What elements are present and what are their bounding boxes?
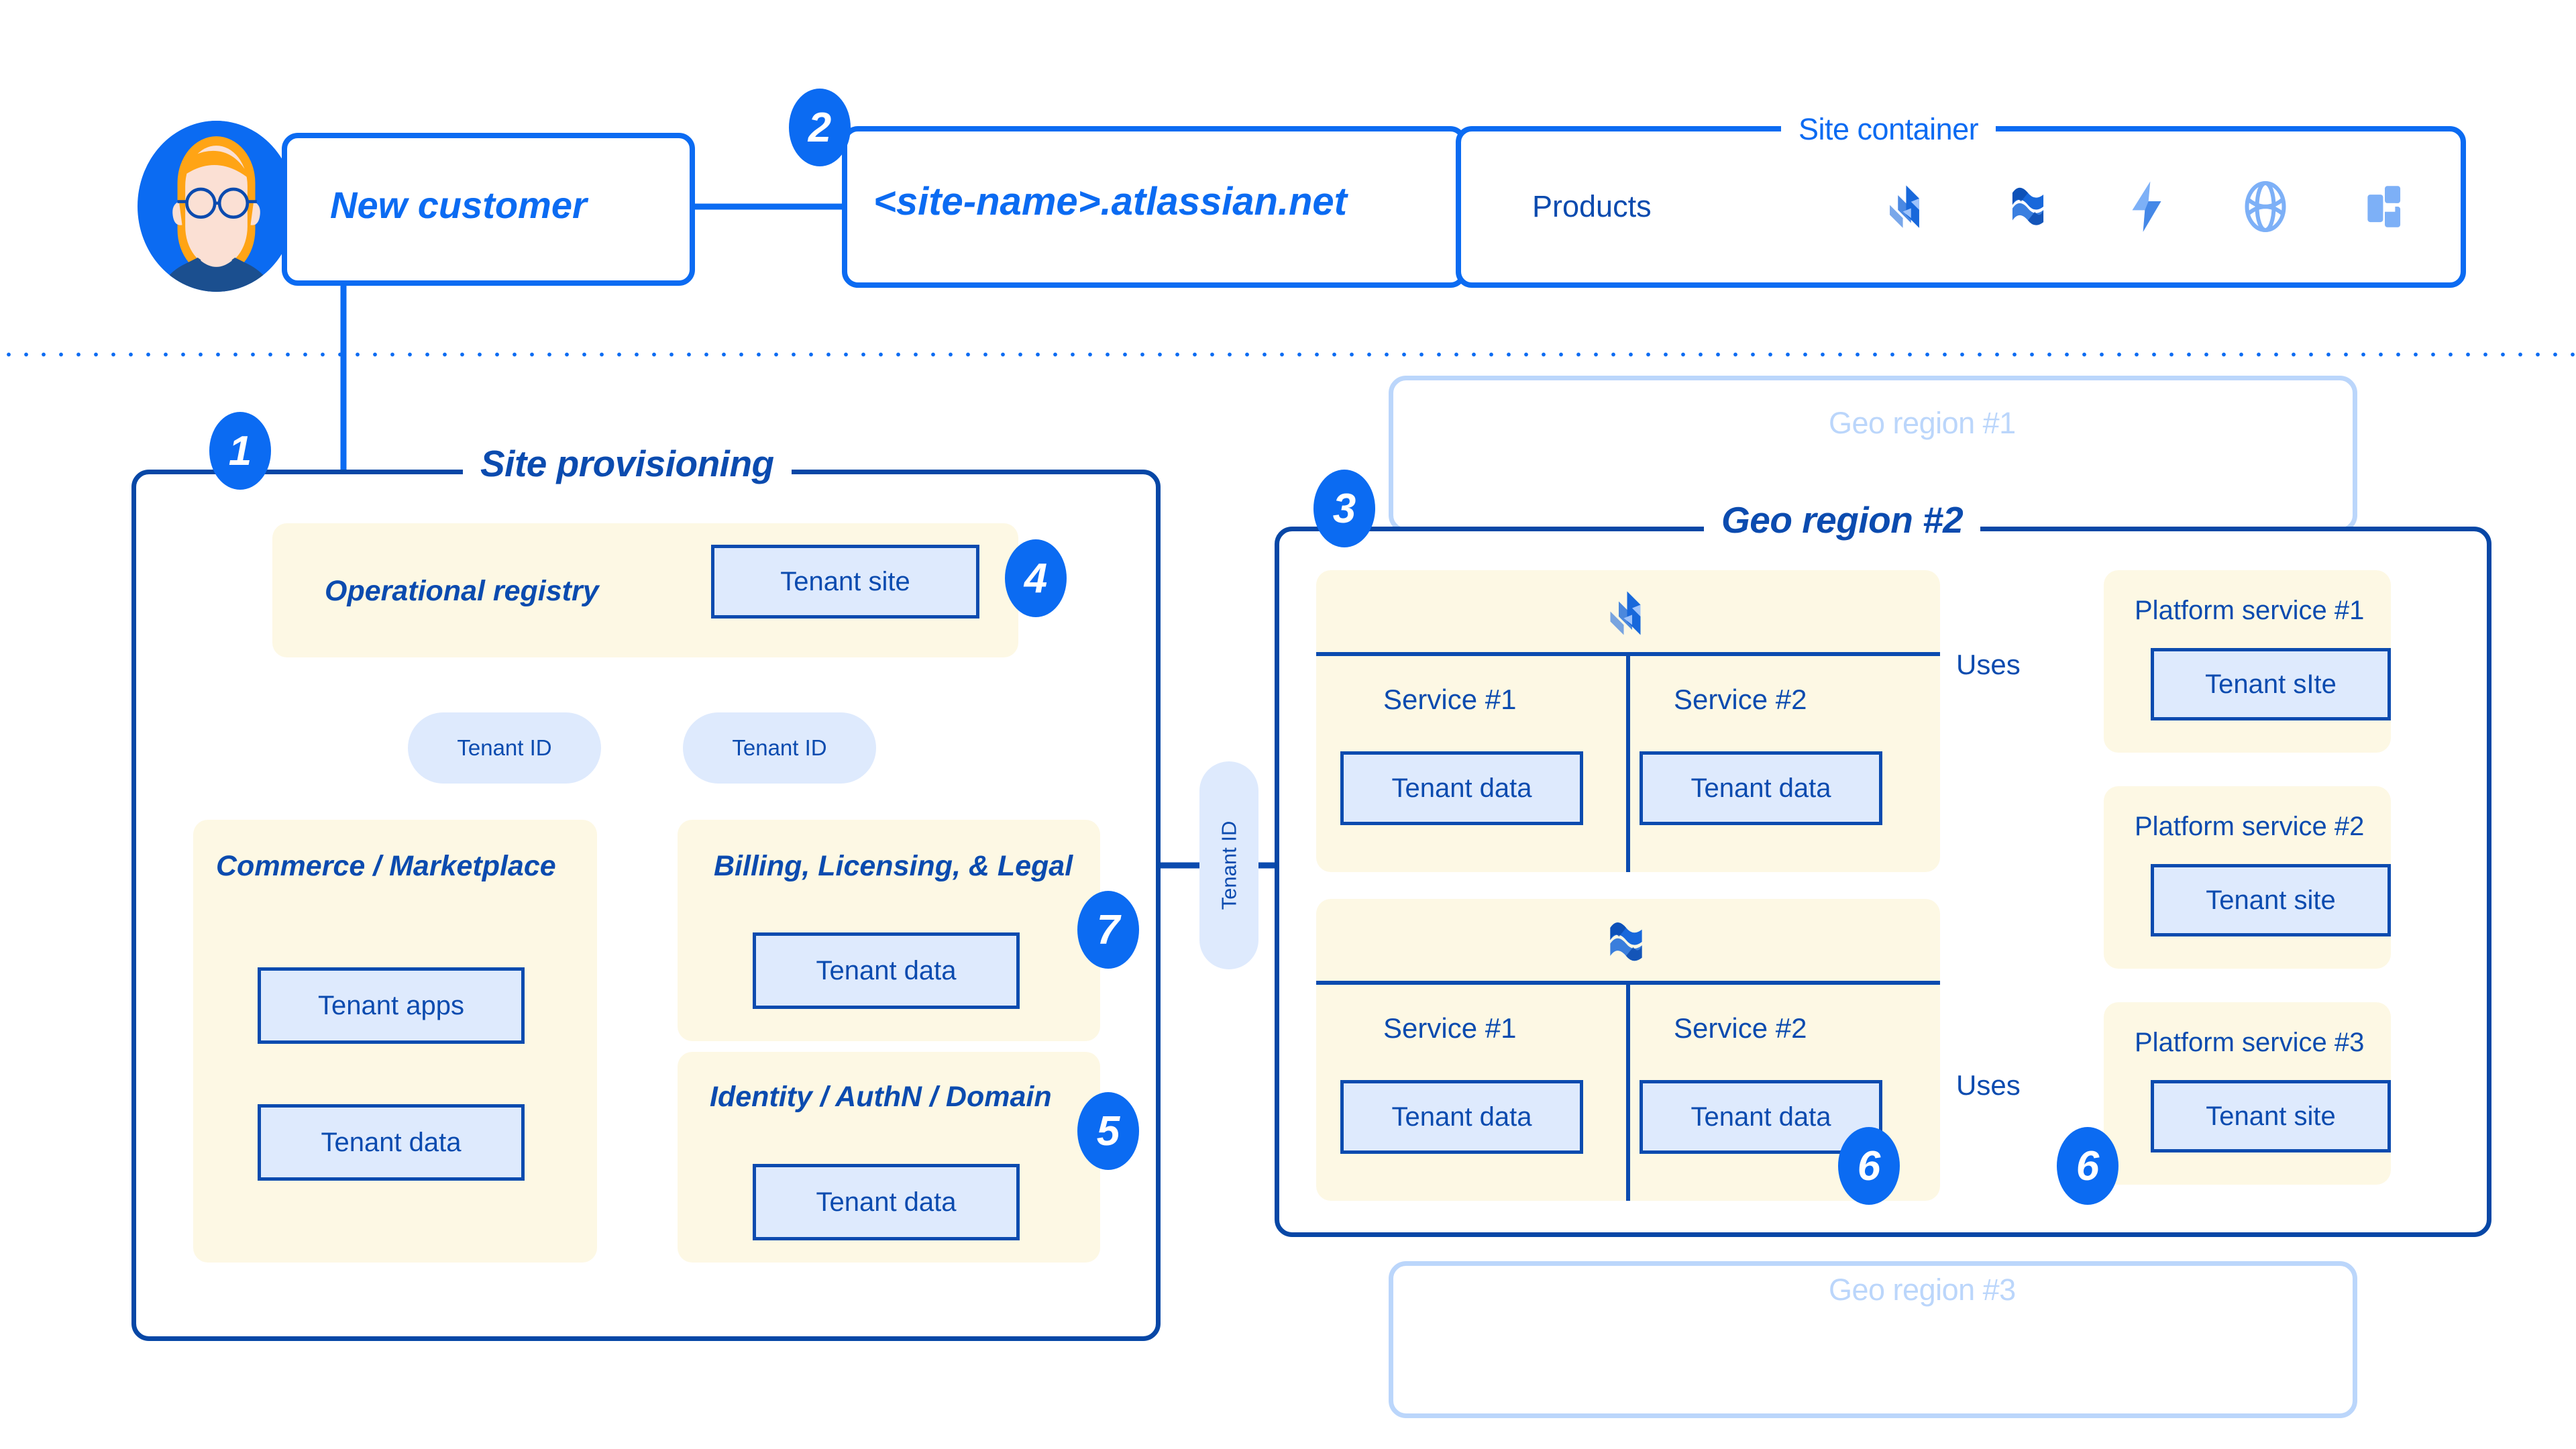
geo-confluence-icon: [1598, 914, 1654, 973]
geo-region-2-title: Geo region #2: [1704, 502, 1981, 539]
commerce-marketplace-title: Commerce / Marketplace: [216, 850, 556, 882]
platform-service-3-title: Platform service #3: [2135, 1028, 2365, 1057]
commerce-tenant-data-box[interactable]: Tenant data: [258, 1104, 525, 1181]
jira-service-management-icon: [2125, 178, 2169, 239]
uses-label-bottom: Uses: [1956, 1069, 2021, 1101]
products-label: Products: [1532, 189, 1652, 223]
confluence-block-hrule: [1316, 981, 1940, 985]
billing-tenant-data-box[interactable]: Tenant data: [753, 932, 1020, 1009]
commerce-tenant-apps-box[interactable]: Tenant apps: [258, 967, 525, 1044]
badge-7: 7: [1077, 891, 1139, 969]
tenant-id-bridge-pill: Tenant ID: [1199, 761, 1258, 969]
confluence-block-vrule: [1626, 985, 1630, 1201]
platform-service-3-store[interactable]: Tenant site: [2151, 1080, 2391, 1152]
identity-tenant-data-box[interactable]: Tenant data: [753, 1164, 1020, 1240]
product-icon-row: [1878, 171, 2408, 245]
jira-service-1-label: Service #1: [1383, 684, 1517, 715]
new-customer-label: New customer: [330, 184, 587, 226]
badge-1: 1: [209, 412, 271, 490]
badge-3: 3: [1313, 470, 1375, 547]
tenant-id-bridge-label: Tenant ID: [1217, 820, 1241, 910]
section-divider: [0, 352, 2576, 358]
new-customer-box[interactable]: [282, 133, 695, 286]
atlas-icon: [2239, 179, 2292, 237]
avatar-illustration: [138, 121, 294, 292]
registry-tenant-site-box[interactable]: Tenant site: [711, 545, 979, 619]
platform-service-2-store[interactable]: Tenant site: [2151, 864, 2391, 936]
site-provisioning-title: Site provisioning: [463, 445, 792, 482]
platform-service-1-store[interactable]: Tenant sIte: [2151, 648, 2391, 720]
site-container-title: Site container: [1781, 114, 1996, 144]
billing-licensing-legal-title: Billing, Licensing, & Legal: [714, 850, 1073, 882]
uses-label-top: Uses: [1956, 649, 2021, 680]
badge-2: 2: [789, 89, 851, 166]
tenant-id-pill-left: Tenant ID: [408, 712, 601, 784]
geo-region-3-title: Geo region #3: [1811, 1275, 2033, 1305]
confluence-service-1-label: Service #1: [1383, 1012, 1517, 1044]
customer-avatar: [138, 121, 295, 292]
site-name-box[interactable]: [842, 126, 1466, 288]
platform-service-2-title: Platform service #2: [2135, 812, 2365, 841]
jira-service-2-store[interactable]: Tenant data: [1640, 751, 1882, 825]
badge-6-right: 6: [2057, 1127, 2118, 1205]
confluence-service-2-label: Service #2: [1674, 1012, 1807, 1044]
geo-jira-icon: [1599, 585, 1652, 645]
badge-4: 4: [1005, 539, 1067, 617]
jira-service-1-store[interactable]: Tenant data: [1340, 751, 1583, 825]
site-name-label: <site-name>.atlassian.net: [873, 180, 1347, 223]
confluence-service-2-store[interactable]: Tenant data: [1640, 1080, 1882, 1154]
confluence-service-1-store[interactable]: Tenant data: [1340, 1080, 1583, 1154]
badge-5: 5: [1077, 1092, 1139, 1170]
jira-block-vrule: [1626, 656, 1630, 872]
jira-service-2-label: Service #2: [1674, 684, 1807, 715]
tenant-id-pill-right: Tenant ID: [683, 712, 876, 784]
operational-registry-title: Operational registry: [325, 575, 599, 607]
confluence-icon: [2000, 179, 2055, 237]
jira-icon: [1878, 179, 1931, 237]
identity-authn-domain-title: Identity / AuthN / Domain: [710, 1081, 1052, 1113]
badge-6-left: 6: [1838, 1127, 1900, 1205]
compass-icon: [2361, 179, 2408, 237]
jira-block-hrule: [1316, 652, 1940, 656]
site-container-box: [1456, 126, 2466, 288]
geo-region-1-title: Geo region #1: [1811, 408, 2033, 438]
platform-service-1-title: Platform service #1: [2135, 596, 2365, 625]
